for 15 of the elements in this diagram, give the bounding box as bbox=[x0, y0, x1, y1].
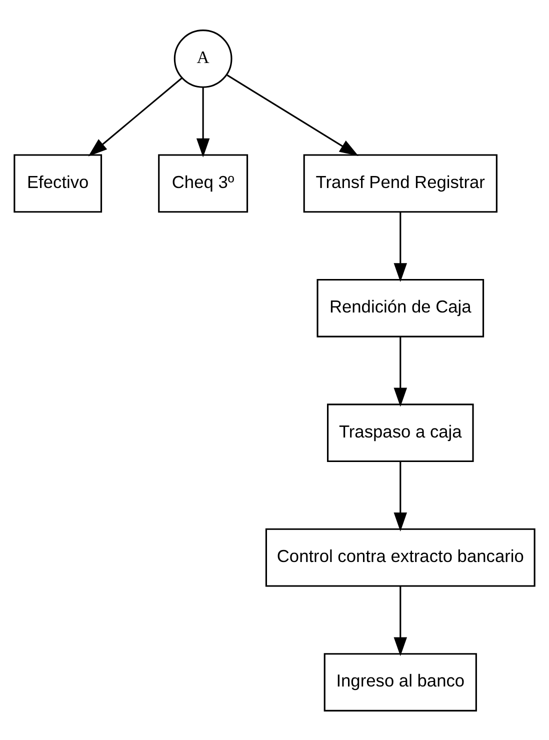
node-box: Transf Pend Registrar bbox=[303, 154, 498, 212]
node-box: Ingreso al banco bbox=[324, 652, 477, 711]
node-box: Rendición de Caja bbox=[316, 278, 484, 337]
node-circle: A bbox=[174, 29, 232, 88]
arrow bbox=[394, 336, 408, 406]
arrow bbox=[226, 74, 359, 156]
node-box: Control contra extracto bancario bbox=[265, 528, 536, 586]
node-box: Efectivo bbox=[14, 154, 102, 212]
arrow bbox=[394, 586, 408, 656]
arrow bbox=[394, 212, 408, 282]
arrow bbox=[196, 86, 210, 157]
node-box: Cheq 3º bbox=[158, 154, 248, 212]
arrow bbox=[394, 460, 408, 531]
node-box: Traspaso a caja bbox=[326, 403, 474, 462]
arrow bbox=[88, 77, 182, 156]
